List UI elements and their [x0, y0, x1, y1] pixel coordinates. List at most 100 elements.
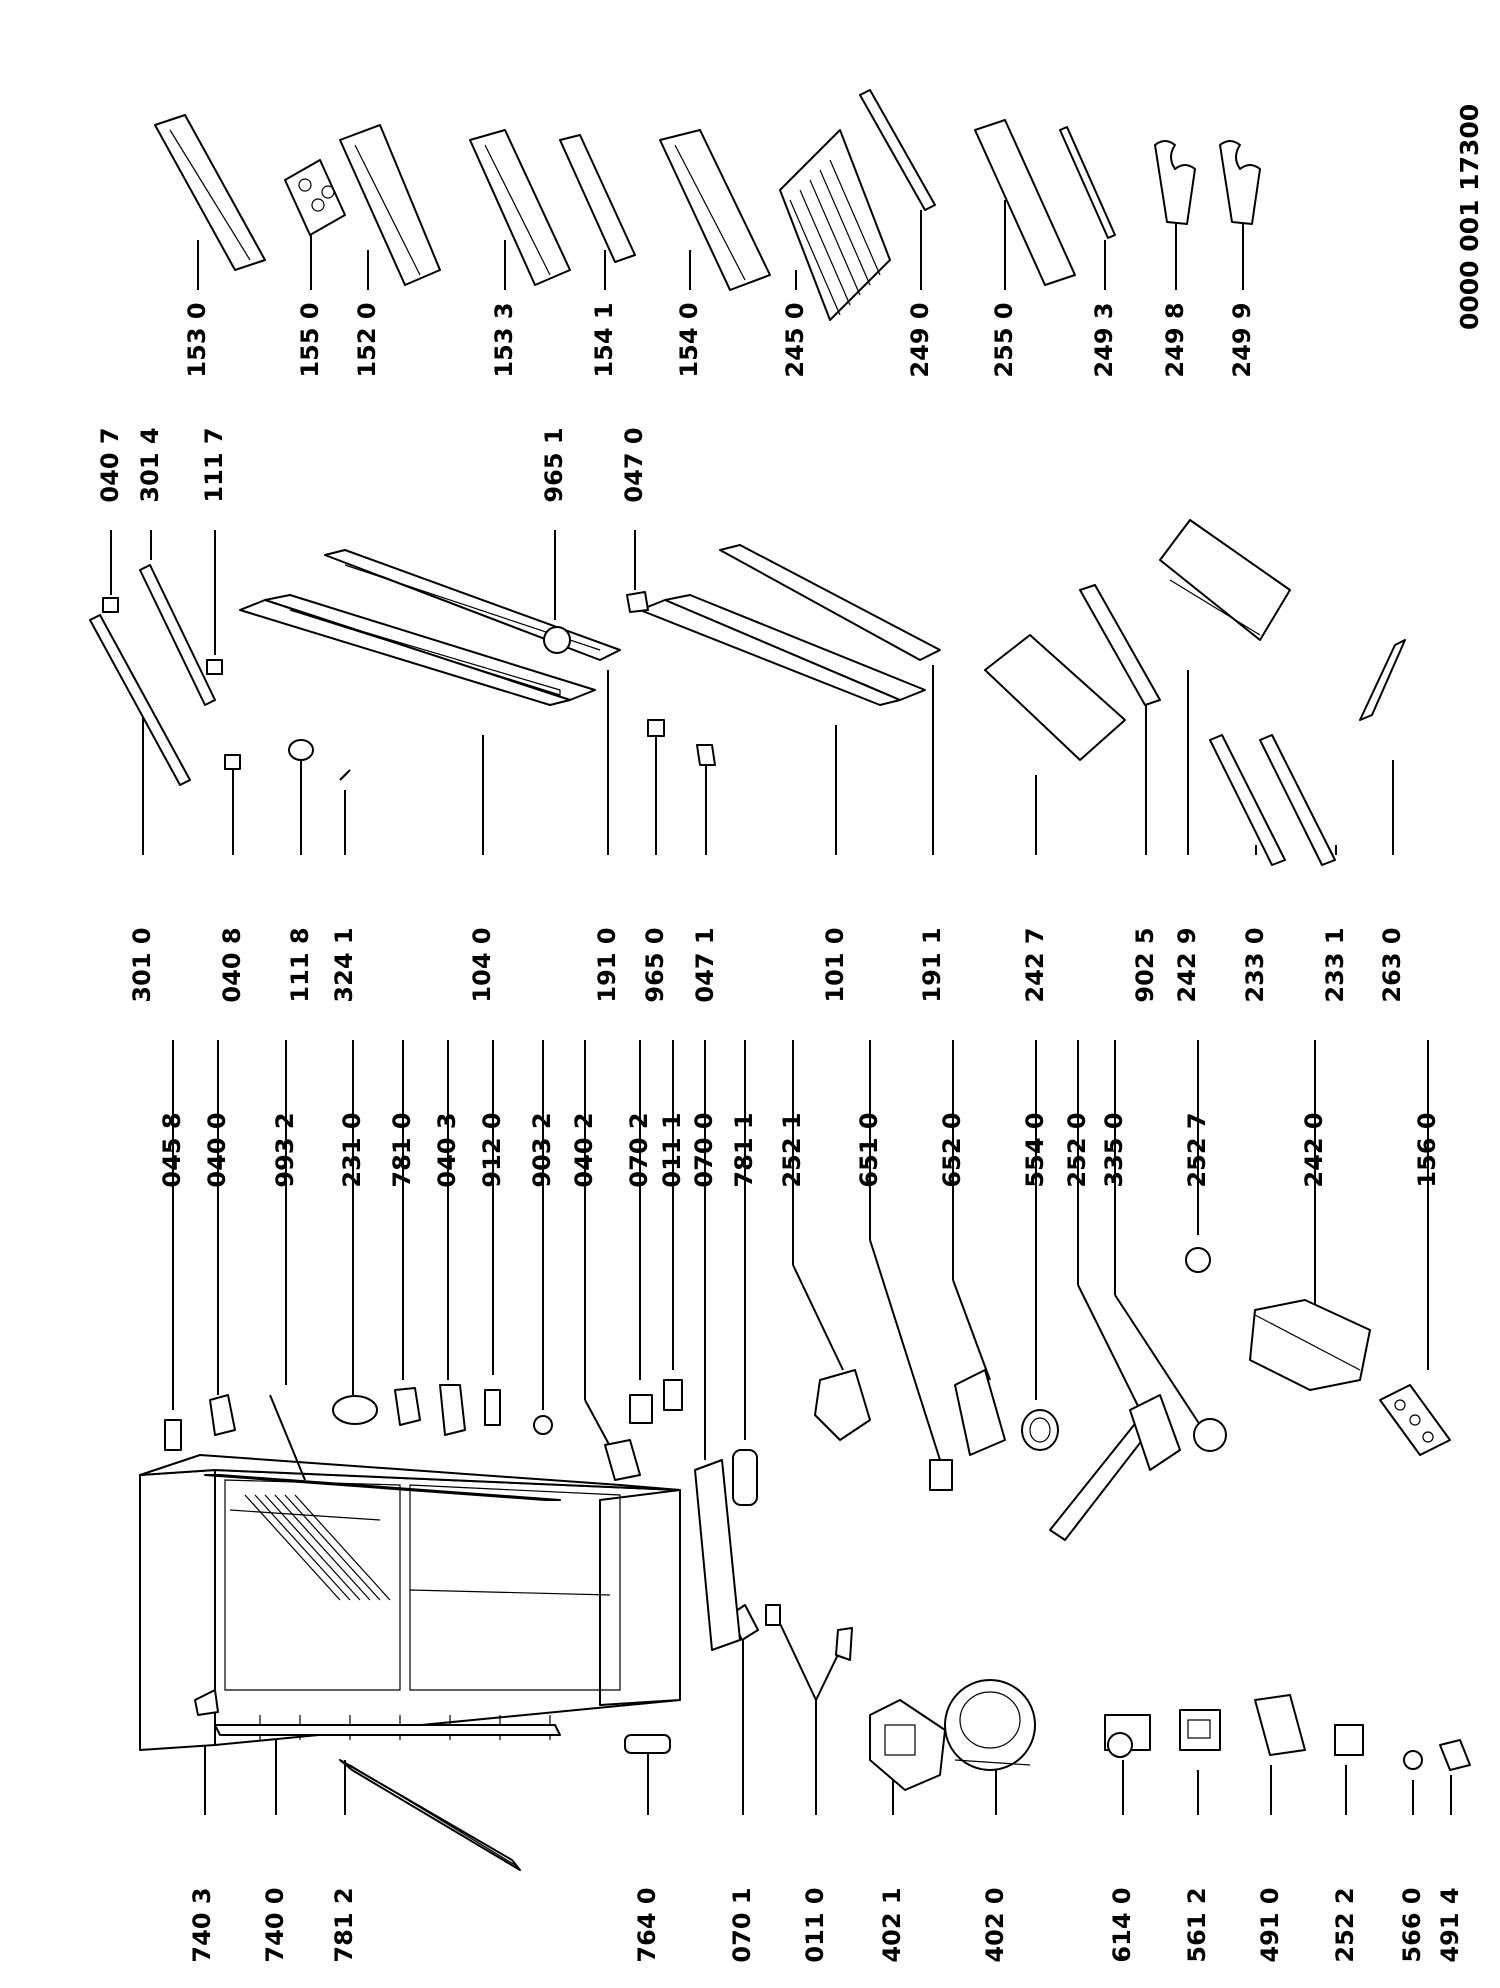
part-number-label: 040 7 — [96, 427, 124, 502]
rail-2331 — [1259, 734, 1336, 866]
bracket-2499 — [1219, 140, 1261, 225]
part-number-labels: 740 3 740 0 781 2 764 0 070 1 011 0 402 1 402 0… — [96, 302, 1464, 1962]
part-number-label: 104 0 — [468, 927, 496, 1002]
part-number-label: 245 0 — [781, 302, 809, 377]
crisper-2429 — [1159, 519, 1291, 641]
part-number-label: 101 0 — [821, 927, 849, 1002]
part-number-label: 324 1 — [330, 927, 358, 1002]
clip-0470 — [626, 591, 649, 613]
part-number-label: 047 0 — [620, 427, 648, 502]
rail-7812 — [339, 1759, 521, 1871]
part-number-label: 233 0 — [1241, 927, 1269, 1002]
part-number-label: 191 0 — [593, 927, 621, 1002]
egg-holder-1550 — [284, 159, 346, 236]
small-parts-cluster — [164, 1379, 758, 1651]
part-number-label: 242 7 — [1021, 927, 1049, 1002]
door-shelf-1520 — [339, 124, 441, 286]
rail-2330 — [1209, 734, 1286, 866]
part-number-label: 614 0 — [1108, 1887, 1136, 1962]
part-number-label: 249 9 — [1228, 302, 1256, 377]
door-shelf-1533 — [469, 129, 571, 286]
lamp-holder-6520 — [954, 1369, 1006, 1456]
cover-9025 — [1079, 584, 1161, 706]
grommet-5660 — [1403, 1750, 1423, 1770]
door-gasket-1911 — [719, 544, 941, 661]
drawer-2420 — [1249, 1299, 1371, 1391]
part-number-label: 764 0 — [633, 1887, 661, 1962]
part-number-label: 111 8 — [286, 927, 314, 1002]
bottle-shelf-1540 — [659, 129, 771, 291]
part-number-label: 152 0 — [353, 302, 381, 377]
relay-5612 — [1179, 1709, 1221, 1751]
part-number-label: 249 0 — [906, 302, 934, 377]
relay-cover-4021 — [869, 1699, 946, 1791]
thermostat-housing-2521 — [814, 1369, 871, 1441]
part-number-label: 011 0 — [801, 1887, 829, 1962]
part-number-label: 781 2 — [330, 1887, 358, 1962]
shelf-trim-2493 — [1059, 126, 1116, 239]
part-number-label: 965 0 — [641, 927, 669, 1002]
shelf-trim-1541 — [559, 134, 636, 263]
spring-5540 — [1021, 1409, 1059, 1451]
part-number-label: 233 1 — [1321, 927, 1349, 1002]
part-number-label: 154 1 — [590, 302, 618, 377]
rail-3014 — [139, 564, 216, 706]
part-number-label: 154 0 — [675, 302, 703, 377]
knob-3350 — [1193, 1418, 1227, 1452]
part-number-label: 965 1 — [540, 427, 568, 502]
part-number-label: 561 2 — [1183, 1887, 1211, 1962]
door-rail-3010 — [89, 614, 191, 786]
roller-7640 — [624, 1734, 671, 1754]
bar-2630 — [1359, 639, 1406, 721]
part-number-label: 047 1 — [691, 927, 719, 1002]
part-number-label: 040 8 — [218, 927, 246, 1002]
part-number-label: 566 0 — [1398, 1887, 1426, 1962]
part-number-label: 740 0 — [261, 1887, 289, 1962]
door-shelf-1530 — [154, 114, 266, 271]
part-number-label: 249 8 — [1161, 302, 1189, 377]
wire-shelf-2450 — [779, 129, 891, 321]
part-number-label: 301 4 — [136, 427, 164, 502]
part-number-label: 740 3 — [188, 1887, 216, 1962]
glass-shelf-2550 — [974, 119, 1076, 286]
part-number-label: 111 7 — [200, 427, 228, 502]
cabinet-body — [139, 1454, 681, 1751]
part-number-label: 301 0 — [128, 927, 156, 1002]
bracket-4910 — [1254, 1694, 1306, 1756]
thermostat-6510 — [929, 1459, 953, 1491]
clip-4914 — [1439, 1739, 1471, 1771]
part-number-label: 491 0 — [1256, 1887, 1284, 1962]
control-panel-2520 — [1049, 1394, 1181, 1541]
rear-panel-7400 — [214, 1724, 561, 1736]
part-number-label: 252 2 — [1331, 1887, 1359, 1962]
part-number-label: 402 1 — [878, 1887, 906, 1962]
part-number-label: 070 1 — [728, 1887, 756, 1962]
clip-0408 — [224, 754, 241, 770]
part-number-label: 153 0 — [183, 302, 211, 377]
shelf-trim-2490 — [859, 89, 936, 211]
part-number-label: 249 3 — [1090, 302, 1118, 377]
knob-2527 — [1185, 1247, 1211, 1273]
part-number-label: 191 1 — [918, 927, 946, 1002]
document-number: 0000 001 17300 — [1455, 104, 1484, 330]
freezer-door-1010 — [639, 594, 926, 706]
part-number-label: 263 0 — [1378, 927, 1406, 1002]
part-number-label: 153 3 — [490, 302, 518, 377]
crisper-2427 — [984, 634, 1126, 761]
hinge-0471 — [696, 744, 716, 766]
fridge-door-1040 — [239, 594, 596, 706]
clip-0407 — [102, 597, 119, 613]
magnet-9651 — [543, 626, 571, 654]
part-number-label: 255 0 — [990, 302, 1018, 377]
part-number-label: 155 0 — [296, 302, 324, 377]
bracket-2498 — [1154, 140, 1196, 225]
part-number-label: 402 0 — [981, 1887, 1009, 1962]
clip-1117 — [206, 659, 223, 675]
hinge-cover-7403 — [194, 1689, 219, 1716]
screw-0110 — [765, 1604, 853, 1661]
starter-6140 — [1104, 1714, 1151, 1758]
compressor-4020 — [944, 1679, 1036, 1771]
block-2522 — [1334, 1724, 1364, 1756]
